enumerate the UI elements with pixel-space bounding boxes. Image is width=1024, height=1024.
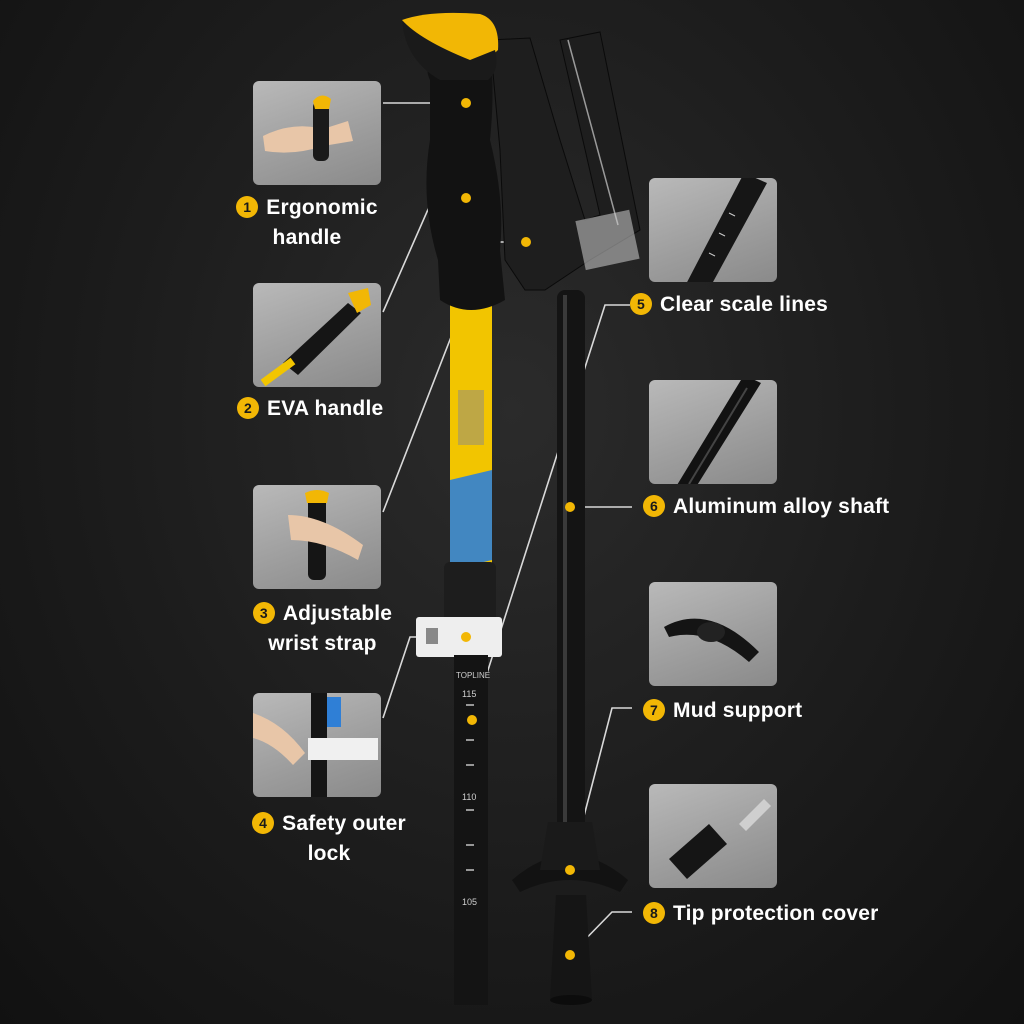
scale-105: 105	[462, 897, 477, 907]
rubber-tip	[550, 895, 592, 1000]
rubber-tip-image	[649, 784, 777, 888]
feature-5-line1: Clear scale lines	[660, 293, 829, 316]
feature-label-5: 5 Clear scale lines	[630, 290, 828, 320]
feature-label-8: 8 Tip protection cover	[643, 899, 878, 929]
callout-dot-2	[461, 193, 471, 203]
feature-3-line2: wrist strap	[268, 632, 377, 655]
shaft-closeup-image	[649, 380, 777, 484]
eva-handle	[426, 50, 505, 310]
callout-line-5	[471, 304, 630, 721]
eva-foam-handle-image	[253, 283, 381, 387]
callout-dot-5	[467, 715, 477, 725]
feature-6-line1: Aluminum alloy shaft	[673, 495, 890, 518]
feature-label-2: 2 EVA handle	[237, 394, 383, 424]
callout-dot-4	[461, 632, 471, 642]
feature-7-line1: Mud support	[673, 699, 803, 722]
callout-dot-7	[565, 865, 575, 875]
feature-1-line1: Ergonomic	[266, 196, 378, 219]
feature-4-line1: Safety outer	[282, 812, 406, 835]
scale-110: 110	[462, 792, 476, 802]
badge-1: 1	[236, 196, 259, 218]
callout-dot-3	[521, 237, 531, 247]
flip-lock	[416, 617, 502, 657]
feature-label-1: 1 Ergonomic handle	[222, 193, 392, 253]
badge-5: 5	[630, 293, 652, 315]
aluminum-shaft	[557, 290, 585, 830]
callout-dot-8	[565, 950, 575, 960]
callout-dot-1	[461, 98, 471, 108]
badge-6: 6	[643, 495, 665, 517]
feature-3-line1: Adjustable	[282, 602, 393, 625]
feature-2-line1: EVA handle	[267, 397, 384, 420]
badge-4: 4	[252, 812, 275, 834]
feature-label-6: 6 Aluminum alloy shaft	[643, 492, 889, 522]
feature-1-line2: handle	[272, 226, 342, 249]
callout-dot-6	[565, 502, 575, 512]
badge-7: 7	[643, 699, 665, 721]
scale-115: 115	[462, 689, 476, 699]
scale-topline: TOPLINE	[456, 671, 490, 680]
badge-2: 2	[237, 397, 259, 419]
lower-shaft	[454, 655, 488, 1005]
lock-adjustment-image	[253, 693, 381, 797]
feature-label-4: 4 Safety outer lock	[244, 809, 414, 869]
badge-3: 3	[252, 602, 275, 624]
feature-label-3: 3 Adjustable wrist strap	[240, 599, 405, 659]
mud-basket-image	[649, 582, 777, 686]
scale-lines-closeup-image	[649, 178, 777, 282]
feature-label-7: 7 Mud support	[643, 696, 802, 726]
feature-4-line2: lock	[307, 842, 351, 865]
hand-through-strap-image	[253, 485, 381, 589]
hand-holding-handle-image	[253, 81, 381, 185]
feature-8-line1: Tip protection cover	[673, 902, 879, 925]
badge-8: 8	[643, 902, 665, 924]
